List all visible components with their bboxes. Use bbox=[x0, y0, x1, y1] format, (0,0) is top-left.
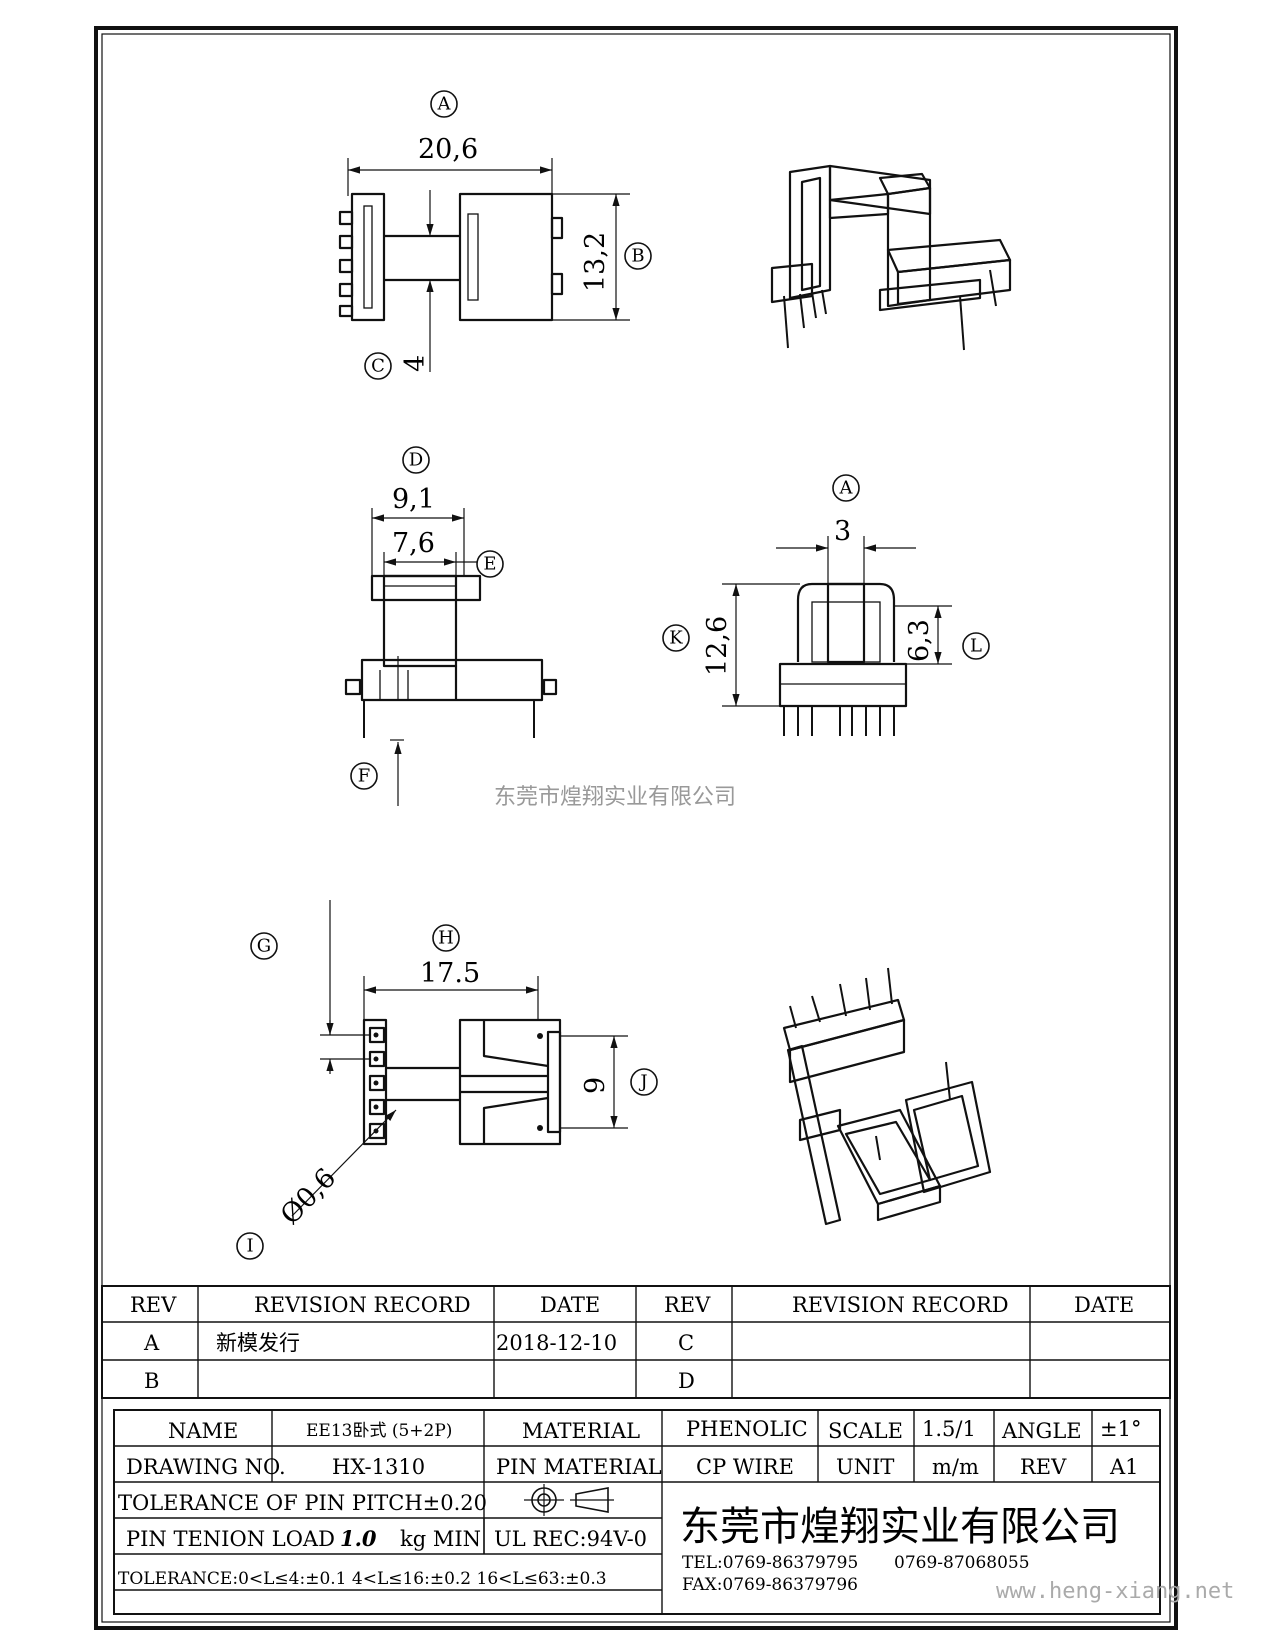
tb-name-value: EE13卧式 (5+2P) bbox=[306, 1421, 452, 1441]
callout-F: F bbox=[350, 762, 378, 790]
rev-header-date-2: DATE bbox=[1074, 1293, 1134, 1317]
isometric-view-bottom bbox=[782, 967, 992, 1226]
svg-text:E: E bbox=[483, 554, 496, 575]
tb-scale-value: 1.5/1 bbox=[922, 1417, 976, 1441]
svg-text:J: J bbox=[638, 1072, 647, 1093]
svg-text:I: I bbox=[246, 1236, 253, 1257]
tb-angle-value: ±1° bbox=[1100, 1417, 1141, 1441]
front-view: 3 12,6 6,3 bbox=[702, 516, 952, 736]
revision-table: REV REVISION RECORD DATE REV REVISION RE… bbox=[101, 1285, 1171, 1399]
tb-drawing-no-value: HX-1310 bbox=[332, 1455, 425, 1479]
callout-J: J bbox=[630, 1068, 658, 1096]
tb-pin-tenion-unit: kg MIN bbox=[400, 1527, 481, 1551]
projection-symbol-icon bbox=[524, 1484, 614, 1516]
watermark-company: 东莞市煌翔实业有限公司 bbox=[494, 785, 736, 810]
tb-tel2: 0769-87068055 bbox=[894, 1553, 1030, 1573]
tb-tolerance-pitch: TOLERANCE OF PIN PITCH±0.20 bbox=[118, 1491, 487, 1515]
tb-material-label: MATERIAL bbox=[522, 1419, 640, 1443]
callout-K: K bbox=[662, 624, 690, 652]
callout-I: I bbox=[236, 1232, 264, 1260]
dim-front-top: 3 bbox=[834, 516, 851, 547]
svg-text:K: K bbox=[669, 628, 683, 649]
rev-header-record-1: REVISION RECORD bbox=[254, 1293, 471, 1317]
dim-top-height: 13,2 bbox=[580, 232, 611, 292]
tb-company: 东莞市煌翔实业有限公司 bbox=[680, 1504, 1120, 1550]
dim-side-outer: 9,1 bbox=[392, 484, 435, 515]
dim-front-height: 12,6 bbox=[702, 616, 733, 676]
svg-text:F: F bbox=[358, 766, 371, 787]
tb-name-label: NAME bbox=[168, 1419, 238, 1443]
callout-D: D bbox=[402, 446, 430, 474]
rev-row-1-rev-2: C bbox=[678, 1331, 694, 1355]
rev-header-rev-1: REV bbox=[130, 1293, 177, 1317]
svg-text:B: B bbox=[631, 246, 644, 267]
rev-row-1-record: 新模发行 bbox=[216, 1331, 300, 1355]
callout-E: E bbox=[476, 550, 504, 578]
svg-text:L: L bbox=[970, 636, 982, 657]
callout-A-front: A bbox=[832, 474, 860, 502]
tb-angle-label: ANGLE bbox=[1001, 1419, 1082, 1443]
callout-B: B bbox=[624, 242, 652, 270]
side-view: 9,1 7,6 bbox=[344, 484, 558, 806]
tb-pin-tenion-value: 1.0 bbox=[340, 1526, 377, 1551]
sheet-inner-border bbox=[101, 33, 1171, 1623]
dim-bottom-height: 9 bbox=[580, 1077, 611, 1094]
tb-rev-label: REV bbox=[1020, 1455, 1067, 1479]
rev-row-2-rev: B bbox=[144, 1369, 159, 1393]
watermark-website: www.heng-xiang.net bbox=[996, 1579, 1234, 1604]
top-view: 20,6 13,2 4 bbox=[338, 134, 630, 372]
tb-material-value: PHENOLIC bbox=[686, 1417, 808, 1441]
tb-ul-rec: UL REC:94V-0 bbox=[494, 1527, 647, 1551]
svg-text:A: A bbox=[437, 94, 452, 115]
rev-row-2-rev-2: D bbox=[678, 1369, 695, 1393]
svg-text:G: G bbox=[257, 936, 271, 957]
tb-tolerance-general: TOLERANCE:0<L≤4:±0.1 4<L≤16:±0.2 16<L≤63… bbox=[118, 1569, 607, 1589]
isometric-view-top bbox=[770, 164, 1012, 351]
tb-pin-material-value: CP WIRE bbox=[696, 1455, 794, 1479]
callout-C: C bbox=[364, 352, 392, 380]
tb-tel: TEL:0769-86379795 bbox=[682, 1553, 858, 1573]
rev-header-record-2: REVISION RECORD bbox=[792, 1293, 1009, 1317]
tb-pin-material-label: PIN MATERIAL bbox=[496, 1455, 662, 1479]
dim-side-inner: 7,6 bbox=[392, 528, 435, 559]
dim-front-sub-height: 6,3 bbox=[904, 619, 935, 662]
rev-row-1-rev: A bbox=[143, 1331, 160, 1355]
tb-unit-value: m/m bbox=[932, 1455, 979, 1479]
tb-pin-tenion-label: PIN TENION LOAD bbox=[126, 1527, 335, 1551]
tb-rev-value: A1 bbox=[1109, 1455, 1139, 1479]
rev-row-1-date: 2018-12-10 bbox=[496, 1331, 617, 1355]
dim-top-gap: 4 bbox=[400, 355, 431, 372]
tb-fax: FAX:0769-86379796 bbox=[682, 1575, 858, 1595]
svg-text:A: A bbox=[839, 478, 854, 499]
callout-G: G bbox=[250, 932, 278, 960]
svg-text:C: C bbox=[371, 356, 385, 377]
rev-header-rev-2: REV bbox=[664, 1293, 711, 1317]
tb-drawing-no-label: DRAWING NO. bbox=[126, 1455, 286, 1479]
svg-text:H: H bbox=[438, 928, 454, 949]
tb-unit-label: UNIT bbox=[836, 1455, 894, 1479]
sheet-outer-border bbox=[94, 26, 1178, 1630]
callout-H: H bbox=[432, 924, 460, 952]
dim-pin-diameter: Ø0,6 bbox=[275, 1163, 343, 1231]
callout-A-top: A bbox=[430, 90, 458, 118]
rev-header-date-1: DATE bbox=[540, 1293, 600, 1317]
svg-text:D: D bbox=[409, 450, 423, 471]
callout-L: L bbox=[962, 632, 990, 660]
dim-top-width: 20,6 bbox=[418, 134, 478, 165]
tb-scale-label: SCALE bbox=[828, 1419, 903, 1443]
dim-bottom-width: 17.5 bbox=[420, 958, 480, 989]
title-block: NAME EE13卧式 (5+2P) MATERIAL PHENOLIC SCA… bbox=[113, 1409, 1161, 1615]
